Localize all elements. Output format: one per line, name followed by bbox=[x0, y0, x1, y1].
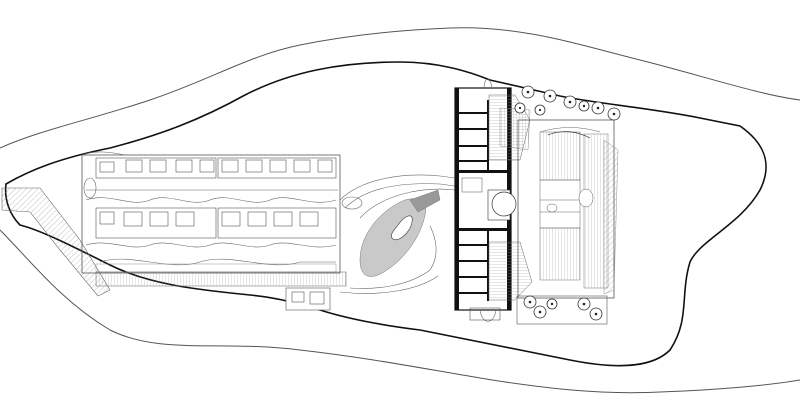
leaf-plaza bbox=[359, 189, 441, 277]
tree-cluster-south bbox=[523, 295, 603, 321]
south-garden bbox=[516, 295, 608, 325]
east-block bbox=[517, 119, 615, 299]
central-cross-walls bbox=[459, 100, 511, 301]
east-terrace bbox=[603, 139, 619, 295]
outer-contour-lower bbox=[0, 229, 800, 394]
courtyard-pond bbox=[491, 191, 517, 217]
curved-driveway bbox=[339, 174, 456, 294]
unit-row-middle bbox=[95, 207, 337, 239]
site-boundary bbox=[4, 61, 767, 367]
unit-row-upper bbox=[95, 157, 337, 179]
tree-cluster-north bbox=[514, 85, 621, 121]
lower-annex bbox=[95, 271, 347, 311]
outer-contour-upper bbox=[0, 27, 800, 149]
access-ramp bbox=[1, 187, 111, 297]
residential-block-west bbox=[81, 151, 341, 274]
